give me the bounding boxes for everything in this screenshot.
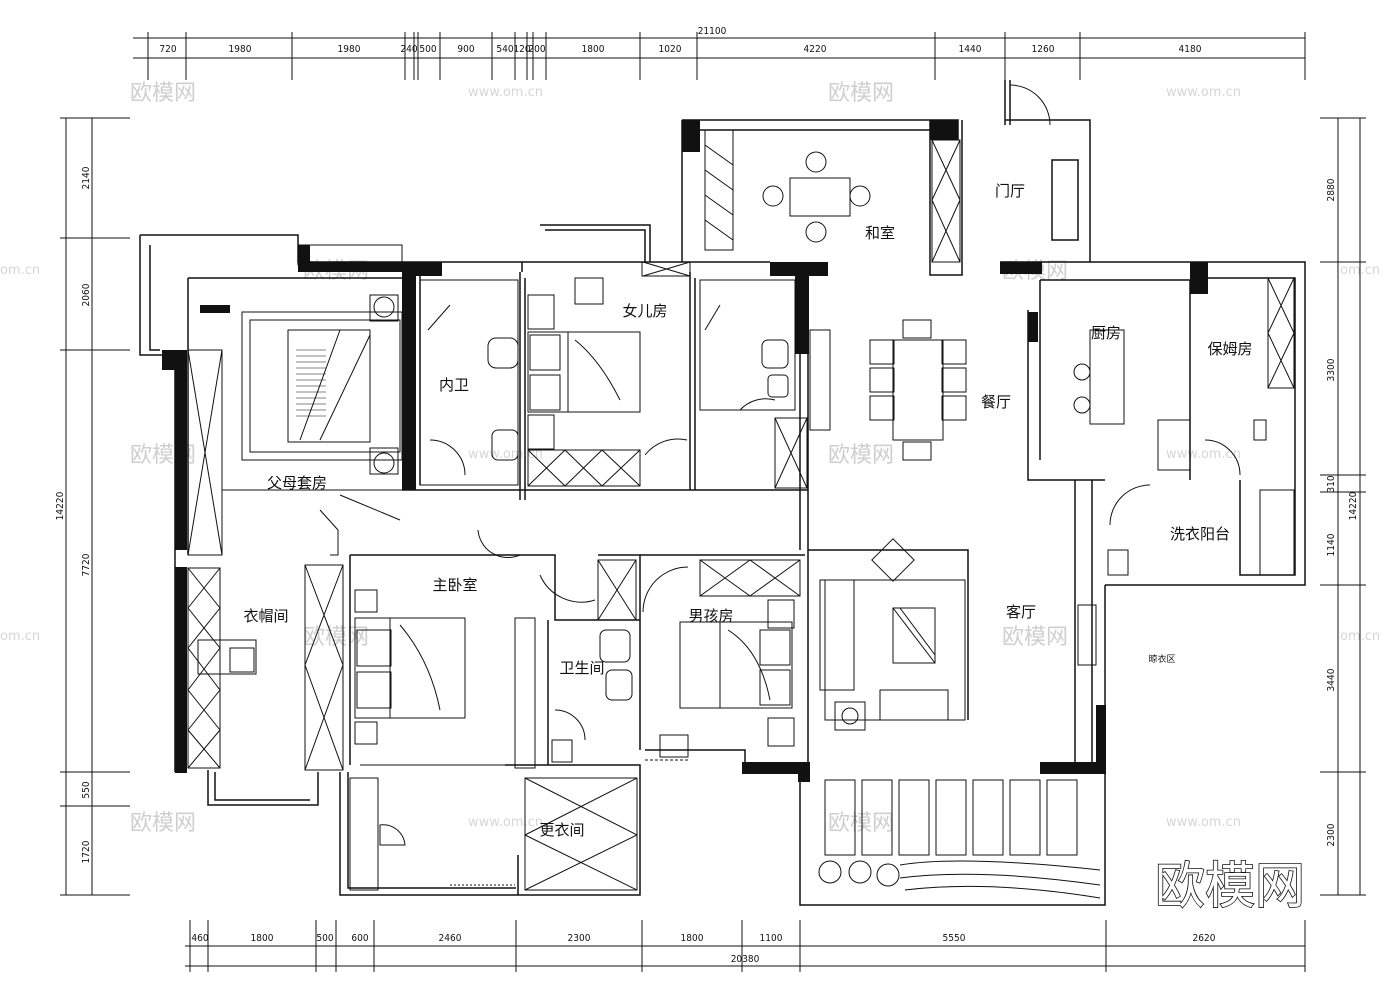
dim-bottom-label: 1800 bbox=[251, 933, 274, 944]
dim-left-label: 2140 bbox=[81, 166, 92, 189]
room-label-cloakroom: 衣帽间 bbox=[243, 607, 288, 625]
room-labels: 和室 门厅 女儿房 内卫 父母套房 厨房 保姆房 餐厅 洗衣阳台 衣帽间 主卧室… bbox=[243, 182, 1252, 839]
dim-top-label: 1800 bbox=[582, 44, 605, 55]
dim-right-label: 2300 bbox=[1326, 823, 1337, 846]
watermark-text: 欧模网 bbox=[1002, 625, 1068, 650]
dim-left-label: 550 bbox=[81, 781, 92, 798]
room-label-daughter: 女儿房 bbox=[622, 302, 667, 320]
dim-left-label: 1720 bbox=[81, 840, 92, 863]
watermark-text: 欧模网 bbox=[828, 811, 894, 836]
dim-bottom-total: 20380 bbox=[731, 954, 760, 965]
dimension-lines bbox=[60, 32, 1366, 972]
dim-bottom-label: 2620 bbox=[1193, 933, 1216, 944]
watermark-url: om.cn bbox=[0, 629, 40, 644]
walls-outline bbox=[139, 80, 1306, 906]
dim-left-label: 2060 bbox=[81, 283, 92, 306]
room-label-bathroom: 卫生间 bbox=[559, 659, 604, 677]
furniture bbox=[187, 84, 1295, 899]
room-label-parents-suite: 父母套房 bbox=[267, 474, 327, 492]
dim-bottom-label: 2300 bbox=[568, 933, 591, 944]
room-label-drying: 晾衣区 bbox=[1148, 653, 1175, 665]
dim-top-label: 4220 bbox=[804, 44, 827, 55]
dim-top-label: 540 bbox=[496, 44, 513, 55]
walls-solid bbox=[162, 120, 1208, 782]
dim-right-label: 2880 bbox=[1326, 178, 1337, 201]
dimension-labels: 21100 720 1980 1980 240 500 900 540 120 … bbox=[55, 26, 1359, 965]
dim-right-label: 1140 bbox=[1326, 533, 1337, 556]
dim-top-label: 240 bbox=[400, 44, 417, 55]
dim-bottom-label: 460 bbox=[191, 933, 208, 944]
dim-bottom-label: 1100 bbox=[760, 933, 783, 944]
dim-right-label: 310 bbox=[1326, 475, 1337, 492]
room-label-kitchen: 厨房 bbox=[1091, 324, 1121, 342]
dim-bottom-label: 2460 bbox=[439, 933, 462, 944]
dim-bottom-label: 1800 bbox=[681, 933, 704, 944]
dim-top-label: 720 bbox=[159, 44, 176, 55]
watermark-text: 欧模网 bbox=[130, 811, 196, 836]
dim-top-label: 1440 bbox=[959, 44, 982, 55]
dim-right-label: 3300 bbox=[1326, 358, 1337, 381]
dim-left-label: 7720 bbox=[81, 553, 92, 576]
dim-bottom-label: 600 bbox=[351, 933, 368, 944]
watermark-url: www.om.cn bbox=[468, 447, 543, 462]
dim-bottom-label: 500 bbox=[316, 933, 333, 944]
dim-top-label: 900 bbox=[457, 44, 474, 55]
room-label-laundry-balcony: 洗衣阳台 bbox=[1170, 525, 1230, 543]
watermark-url: www.om.cn bbox=[1166, 815, 1241, 830]
room-label-dining: 餐厅 bbox=[981, 393, 1011, 411]
watermark-text: 欧模网 bbox=[828, 443, 894, 468]
watermark-url: www.om.cn bbox=[1166, 447, 1241, 462]
dim-top-total: 21100 bbox=[698, 26, 727, 37]
watermark-url: www.om.cn bbox=[468, 85, 543, 100]
dim-top-label: 120 bbox=[513, 44, 530, 55]
dim-top-label: 1980 bbox=[229, 44, 252, 55]
dim-top-label: 500 bbox=[419, 44, 436, 55]
dim-right-total: 14220 bbox=[1348, 491, 1359, 520]
dim-right-label: 3440 bbox=[1326, 668, 1337, 691]
watermark-url: om.cn bbox=[0, 263, 40, 278]
watermark-text: 欧模网 bbox=[130, 81, 196, 106]
dim-top-label: 1980 bbox=[338, 44, 361, 55]
dim-left-total: 14220 bbox=[55, 491, 66, 520]
room-label-maid: 保姆房 bbox=[1207, 340, 1252, 358]
room-label-inner-bath: 内卫 bbox=[439, 376, 469, 394]
room-label-foyer: 门厅 bbox=[995, 182, 1025, 200]
watermark-url: www.om.cn bbox=[1166, 85, 1241, 100]
dim-top-label: 1260 bbox=[1032, 44, 1055, 55]
dim-top-label: 200 bbox=[528, 44, 545, 55]
dim-bottom-label: 5550 bbox=[943, 933, 966, 944]
watermark-url: www.om.cn bbox=[468, 815, 543, 830]
room-label-washitsu: 和室 bbox=[865, 224, 895, 242]
room-label-dressing: 更衣间 bbox=[539, 821, 584, 839]
dim-top-label: 4180 bbox=[1179, 44, 1202, 55]
room-label-living: 客厅 bbox=[1006, 603, 1036, 621]
watermark-text: 欧模网 bbox=[828, 81, 894, 106]
room-label-master: 主卧室 bbox=[432, 576, 477, 594]
dim-top-label: 1020 bbox=[659, 44, 682, 55]
room-label-boys: 男孩房 bbox=[688, 607, 733, 625]
brand-logo: 欧模网 bbox=[1155, 857, 1305, 915]
